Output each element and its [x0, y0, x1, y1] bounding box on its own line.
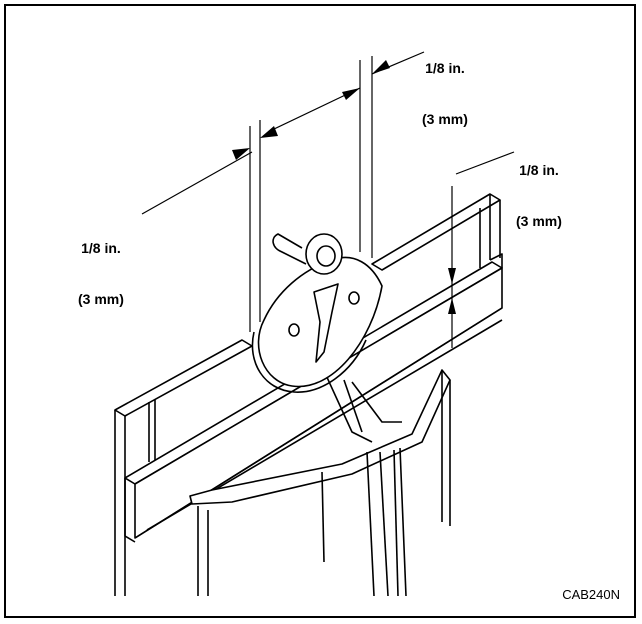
dimension-label-left-line2: (3 mm): [78, 291, 124, 307]
dimension-label-right-line2: (3 mm): [516, 213, 562, 229]
dimension-arrowheads: [232, 60, 456, 314]
cabinet-hinge-illustration: [114, 51, 515, 597]
dimension-label-top-line1: 1/8 in.: [425, 60, 465, 76]
dimension-label-top: 1/8 in. (3 mm): [422, 26, 468, 162]
door-panel-outline: [114, 339, 253, 596]
dimension-label-left: 1/8 in. (3 mm): [78, 206, 124, 342]
figure-frame: 1/8 in. (3 mm) 1/8 in. (3 mm) 1/8 in. (3…: [4, 4, 636, 618]
right-bracket: [371, 193, 503, 271]
figure-code: CAB240N: [562, 587, 620, 602]
hinge-cam-disc: [251, 233, 383, 393]
dimension-label-right-line1: 1/8 in.: [519, 162, 559, 178]
dimension-label-top-line2: (3 mm): [422, 111, 468, 127]
support-plate: [189, 361, 451, 597]
dimension-label-left-line1: 1/8 in.: [81, 240, 121, 256]
dimension-label-right: 1/8 in. (3 mm): [516, 128, 562, 264]
